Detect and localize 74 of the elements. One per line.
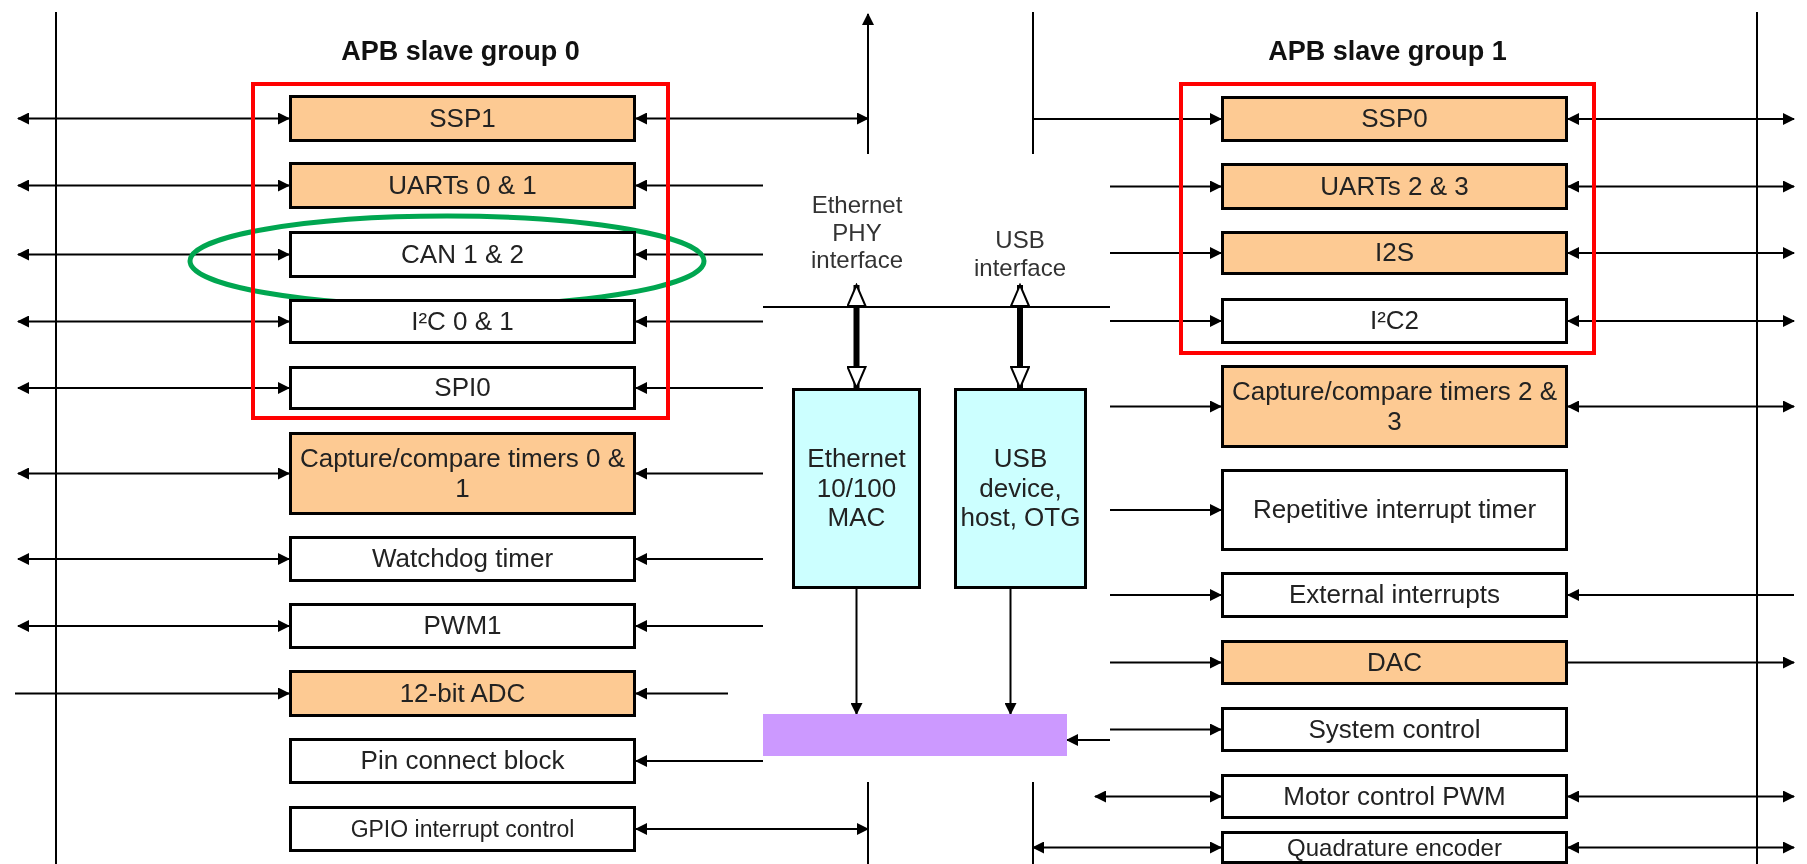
double-arrow (1032, 841, 1222, 854)
double-arrow (1567, 315, 1795, 327)
double-arrow (1567, 247, 1795, 259)
peripheral-block: UARTs 0 & 1 (289, 162, 636, 209)
double-arrow (846, 284, 867, 389)
arrow (1109, 315, 1222, 327)
peripheral-block: CAN 1 & 2 (289, 231, 636, 278)
peripheral-block: I²C 0 & 1 (289, 299, 636, 344)
arrow (1032, 113, 1222, 125)
arrow (1109, 247, 1222, 259)
peripheral-block: Pin connect block (289, 738, 636, 784)
double-arrow (1567, 180, 1795, 193)
interface-label: Ethernet PHY interface (792, 180, 922, 285)
arrow (635, 687, 729, 700)
peripheral-block: I2S (1221, 231, 1568, 275)
controller-block: Ethernet 10/100 MAC (792, 388, 921, 589)
interface-label: USB interface (955, 222, 1085, 285)
peripheral-block: SPI0 (289, 366, 636, 410)
arrow (14, 687, 290, 700)
peripheral-block: Watchdog timer (289, 536, 636, 582)
arrow (850, 588, 863, 715)
arrow (1004, 588, 1017, 715)
arrow (1109, 400, 1222, 413)
arrow (635, 382, 764, 394)
arrow (635, 179, 764, 192)
double-arrow (1010, 284, 1030, 389)
arrow (635, 248, 764, 261)
arrow (635, 467, 764, 480)
peripheral-block: GPIO interrupt control (289, 806, 636, 852)
peripheral-block: Capture/compare timers 0 & 1 (289, 432, 636, 515)
peripheral-block: 12-bit ADC (289, 670, 636, 717)
double-arrow (1567, 841, 1795, 854)
double-arrow (1094, 790, 1222, 803)
double-arrow (17, 553, 290, 565)
double-arrow (17, 467, 290, 480)
arrow (1109, 656, 1222, 669)
double-arrow (635, 823, 869, 835)
peripheral-block: External interrupts (1221, 572, 1568, 618)
peripheral-block: SSP1 (289, 95, 636, 142)
peripheral-block: Repetitive interrupt timer (1221, 469, 1568, 551)
arrow (1109, 504, 1222, 516)
peripheral-block: I²C2 (1221, 298, 1568, 344)
controller-block: USB device, host, OTG (954, 388, 1087, 589)
double-arrow (17, 248, 290, 261)
arrow (1109, 723, 1222, 736)
double-arrow (1567, 400, 1795, 413)
peripheral-block: Motor control PWM (1221, 774, 1568, 819)
double-arrow (1567, 113, 1795, 125)
arrow (1567, 656, 1795, 669)
double-arrow (1567, 790, 1795, 803)
peripheral-block: SSP0 (1221, 96, 1568, 142)
peripheral-block: UARTs 2 & 3 (1221, 163, 1568, 210)
arrow (635, 755, 764, 767)
double-arrow (17, 620, 290, 632)
double-arrow (17, 382, 290, 394)
arrow (1567, 589, 1795, 601)
arrow (635, 553, 764, 565)
peripheral-block: System control (1221, 707, 1568, 752)
double-arrow (17, 112, 290, 125)
group-title: APB slave group 1 (1267, 36, 1508, 68)
peripheral-block: Quadrature encoder (1221, 831, 1568, 864)
arrow (635, 620, 764, 632)
arrow (1066, 734, 1111, 746)
arrow (1109, 180, 1222, 193)
double-arrow (17, 315, 290, 328)
peripheral-block: PWM1 (289, 603, 636, 649)
peripheral-block: Capture/compare timers 2 & 3 (1221, 365, 1568, 448)
double-arrow (635, 112, 869, 125)
arrow (1109, 589, 1222, 601)
peripheral-block: DAC (1221, 640, 1568, 685)
bridge-block (763, 714, 1067, 756)
group-title: APB slave group 0 (340, 36, 581, 68)
double-arrow (17, 179, 290, 192)
arrow (635, 315, 764, 328)
